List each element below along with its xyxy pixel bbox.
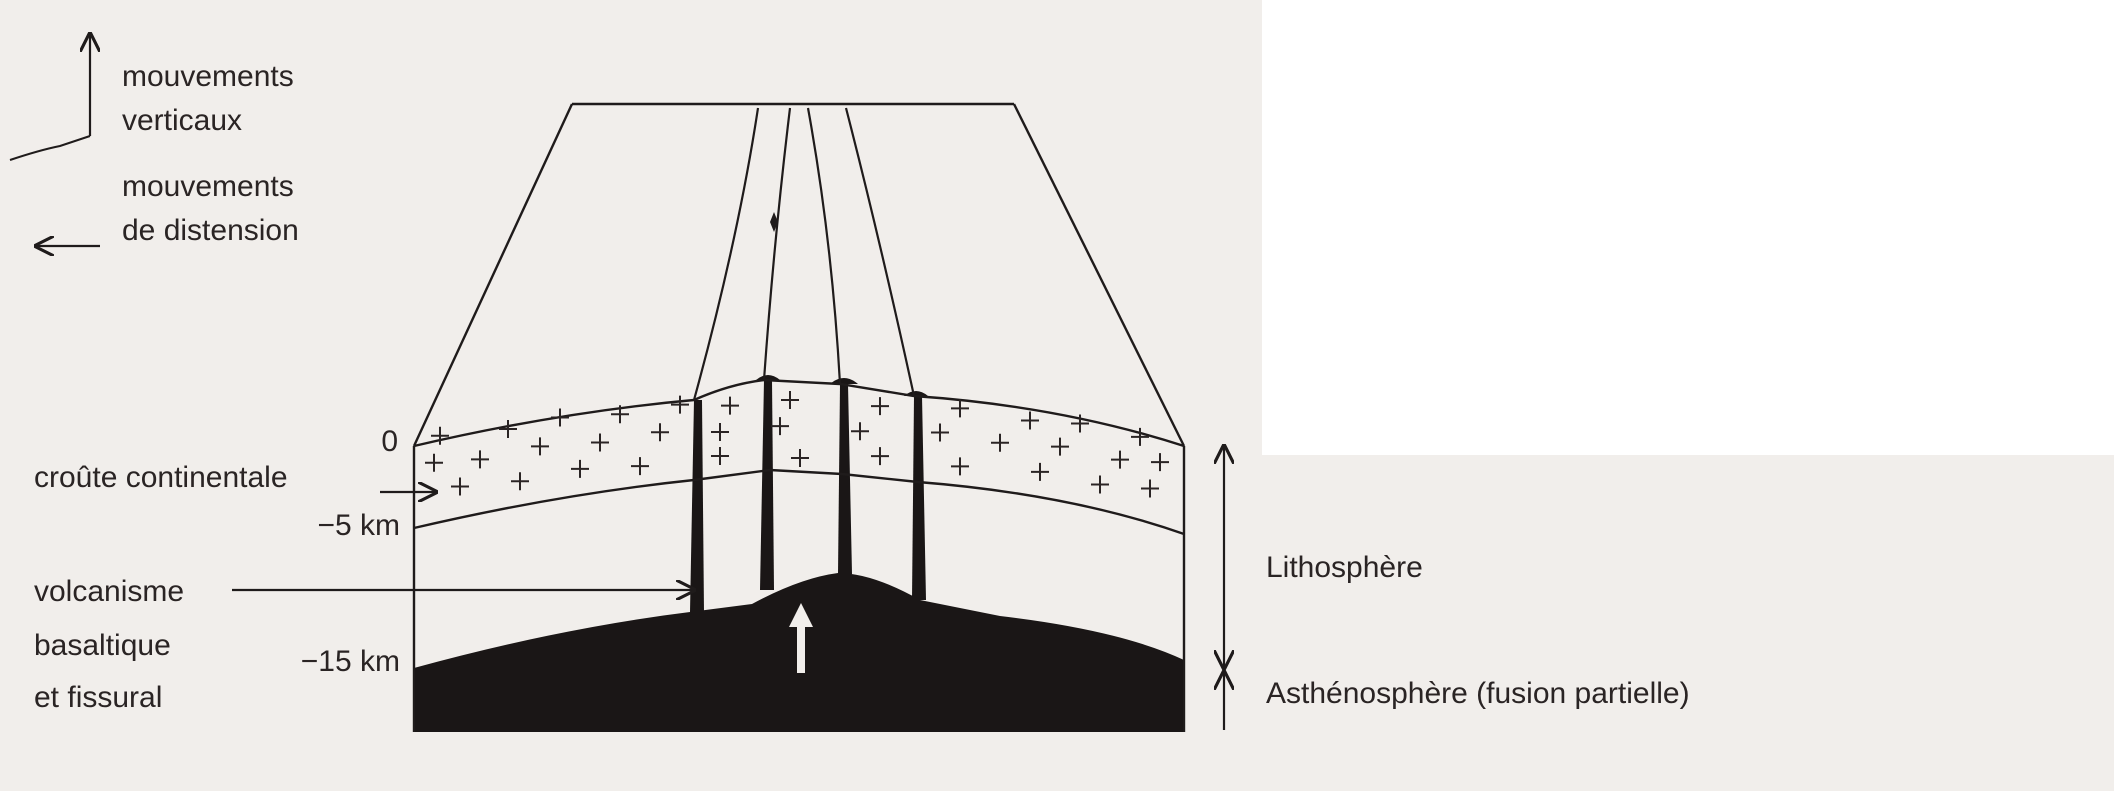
legend-distension-line1: mouvements — [122, 165, 294, 209]
depth-5km-label: −5 km — [250, 504, 400, 548]
volcanism-label-line3: et fissural — [34, 676, 162, 720]
lithosphere-label: Lithosphère — [1266, 546, 1423, 590]
legend-vertical-line1: mouvements — [122, 55, 294, 99]
depth-15km-label: −15 km — [250, 640, 400, 684]
volcanism-label-line2: basaltique — [34, 624, 171, 668]
depth-0-label: 0 — [340, 420, 398, 464]
volcanism-label-line1: volcanisme — [34, 570, 184, 614]
crust-label: croûte continentale — [34, 456, 288, 500]
legend-distension-line2: de distension — [122, 209, 299, 253]
legend-vertical-line2: verticaux — [122, 99, 242, 143]
asthenosphere-label: Asthénosphère (fusion partielle) — [1266, 672, 1690, 716]
